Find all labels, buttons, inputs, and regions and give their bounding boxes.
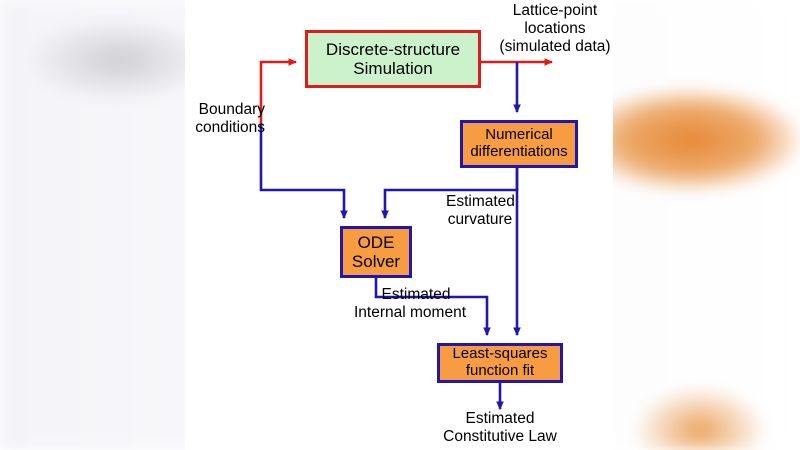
edge-internal-moment-to-least-squares — [374, 278, 491, 337]
edge-label-line3: (simulated data) — [499, 37, 611, 55]
node-label-line1: Discrete-structure — [325, 39, 461, 59]
edge-boundary-to-simulation — [259, 58, 298, 124]
node-label-line2: Simulation — [353, 59, 433, 78]
edge-label-line2: locations — [524, 19, 586, 37]
edge-label-estimated-constitutive-law: Estimated Constitutive Law — [434, 410, 566, 446]
node-label-line2: differentiations — [470, 143, 568, 160]
edge-label-line1: Lattice-point — [512, 2, 598, 19]
edge-label-line1: Estimated — [446, 193, 515, 210]
edge-label-line1: Boundary — [198, 101, 265, 118]
edge-label-boundary-conditions: Boundary conditions — [185, 101, 265, 137]
node-ode-solver[interactable]: ODE Solver — [340, 226, 412, 278]
node-least-squares-function-fit[interactable]: Least-squares function fit — [437, 343, 563, 383]
node-numerical-differentiations[interactable]: Numerical differentiations — [460, 120, 578, 168]
edge-label-line1: Estimated — [465, 410, 535, 427]
node-label-line1: ODE — [357, 232, 395, 252]
node-discrete-structure-simulation[interactable]: Discrete-structure Simulation — [305, 30, 481, 88]
edge-label-estimated-curvature: Estimated curvature — [446, 193, 515, 229]
edge-boundary-to-ode-solver — [259, 124, 348, 220]
edge-label-line2: curvature — [447, 210, 513, 228]
node-label-line1: Least-squares — [452, 345, 548, 363]
edge-label-line2: Constitutive Law — [443, 427, 557, 445]
node-label-line2: function fit — [465, 362, 535, 379]
edge-label-line2: conditions — [195, 118, 265, 136]
node-label-line1: Numerical — [485, 126, 553, 144]
edge-label-lattice-point-locations: Lattice-point locations (simulated data) — [496, 2, 614, 55]
node-label-line2: Solver — [351, 252, 401, 271]
edge-label-estimated-internal-moment: Estimated Internal moment — [346, 286, 474, 322]
edge-label-line1: Estimated — [381, 286, 451, 303]
edge-label-line2: Internal moment — [354, 303, 466, 321]
